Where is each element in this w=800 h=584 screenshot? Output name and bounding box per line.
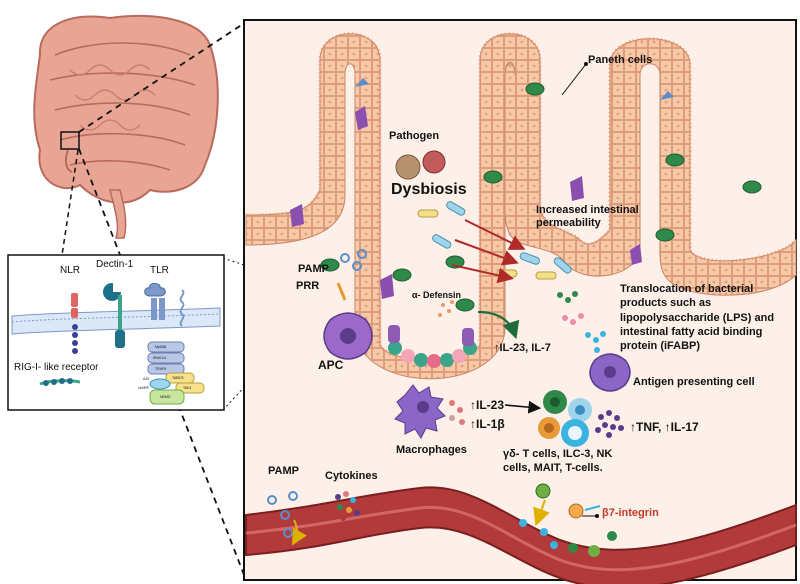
cytokine-dots-macrophage	[449, 400, 465, 425]
label-translocation: Translocation of bacterial products such…	[620, 283, 775, 353]
label-b7-integrin: β7-integrin	[602, 507, 659, 519]
lps-particles	[557, 291, 606, 353]
prr-receptor	[336, 282, 347, 301]
label-nlr: NLR	[60, 265, 81, 276]
label-tak1: TAK1	[183, 386, 192, 390]
intestine-illustration	[33, 14, 219, 239]
paneth-pointer	[561, 63, 587, 96]
label-pathogen: Pathogen	[389, 130, 440, 142]
label-ub: Ub/IRF	[138, 386, 150, 390]
label-alpha-defensin: α- Defensin	[412, 290, 462, 300]
vessel-cytokines	[335, 491, 360, 521]
label-il23-il7: ↑IL-23, IL-7	[494, 342, 551, 354]
pamp-particle	[340, 253, 350, 263]
brush-border	[245, 32, 798, 362]
label-rig: RIG-I- like receptor	[14, 362, 99, 373]
pathogen-red	[422, 150, 446, 174]
migration-arrow	[533, 499, 550, 527]
label-tlr: TLR	[150, 265, 169, 276]
label-traf6: TRAF6	[155, 367, 167, 371]
label-dectin: Dectin-1	[96, 259, 134, 270]
il23-arrow	[504, 400, 542, 414]
crypt-base-cells	[388, 325, 477, 368]
label-prr: PRR	[296, 280, 320, 292]
zoom-line-top	[78, 21, 247, 133]
permeability-arrows	[451, 219, 526, 284]
blood-vessel	[245, 486, 797, 584]
vessel-pamp	[267, 491, 298, 538]
label-myd88: MyD88	[155, 345, 167, 349]
label-pamp-top: PAMP	[298, 263, 329, 275]
label-lymphocytes: γδ- T cells, ILC-3, NK cells, MAIT, T-ce…	[503, 448, 613, 475]
label-tab: TAB2/3	[172, 376, 184, 380]
vessel-cells	[519, 519, 617, 557]
defensin-particles	[438, 300, 454, 317]
label-a20: A20	[143, 377, 150, 381]
label-irak: IRAK1/4	[153, 356, 167, 360]
zoom-box	[60, 131, 80, 150]
pamp-arrow	[292, 519, 307, 546]
villus-epithelium	[245, 33, 797, 380]
b7-cell	[568, 503, 584, 519]
pathogen-brown	[395, 154, 421, 180]
paneth-cells	[320, 82, 762, 312]
migrating-cell	[535, 483, 551, 499]
paneth-pointer-dot	[584, 62, 588, 66]
membrane	[11, 307, 221, 335]
rig-receptor	[39, 378, 81, 386]
label-tnf-il17: ↑TNF, ↑IL-17	[630, 420, 699, 434]
label-apc: APC	[318, 358, 344, 372]
label-il1b: ↑IL-1β	[470, 417, 505, 431]
label-antigen-presenting-cell: Antigen presenting cell	[633, 376, 755, 388]
label-cytokines: Cytokines	[325, 470, 378, 482]
label-nemo: NEMO	[160, 395, 171, 399]
label-pamp-bottom: PAMP	[268, 465, 299, 477]
label-dysbiosis: Dysbiosis	[391, 181, 467, 198]
lymphocyte-cluster	[538, 390, 592, 447]
tlr-receptor	[144, 283, 205, 405]
tuft-cells	[290, 78, 674, 299]
label-macrophages: Macrophages	[396, 444, 467, 456]
tnf-dots	[595, 410, 624, 438]
nlr-receptor	[71, 293, 78, 354]
label-paneth-cells: Paneth cells	[588, 54, 653, 66]
label-increased-permeability: Increased intestinal permeability	[536, 204, 639, 229]
label-il23: ↑IL-23	[470, 398, 505, 412]
defensin-arrow	[477, 310, 520, 340]
b7-integrin-receptor	[584, 505, 601, 511]
dectin-receptor	[103, 282, 125, 348]
